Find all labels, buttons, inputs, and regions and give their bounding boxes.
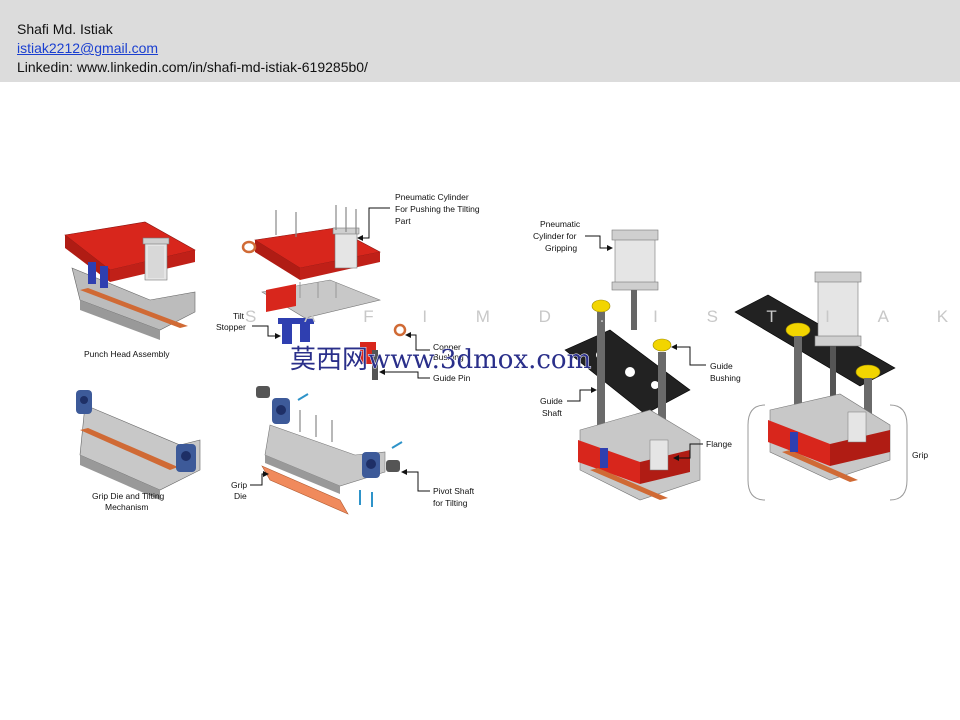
punch-head-assembly-drawing [64,221,196,340]
email-link[interactable]: istiak2212@gmail.com [17,40,159,56]
label-guide-bushing-2: Bushing [710,373,741,383]
label-guide-pin: Guide Pin [433,373,471,383]
label-guide-bushing-1: Guide [710,361,733,371]
label-tilt-stopper-1: Tilt [233,311,245,321]
label-grip-die-1: Grip [231,480,247,490]
label-guide-shaft-2: Shaft [542,408,562,418]
label-pneumatic-push-1: Pneumatic Cylinder [395,192,469,202]
author-watermark: S A F I M D . I S T I A K [245,307,960,326]
label-copper-bushing-1: Copper [433,342,461,352]
site-watermark: 莫西网www.3dmox.com [290,345,591,375]
header-bar: Shafi Md. Istiak istiak2212@gmail.com Li… [0,0,960,82]
label-tilt-stopper-2: Stopper [216,322,246,332]
label-pneumatic-grip-1: Pneumatic [540,219,581,229]
label-punch-head: Punch Head Assembly [84,349,170,359]
author-name: Shafi Md. Istiak [17,21,113,37]
exploded-grip-die-drawing [256,386,403,515]
label-pivot-shaft-2: for Tilting [433,498,468,508]
exploded-punch-head-drawing [241,205,407,380]
exploded-grip-assembly-drawing [564,229,701,501]
label-grip-die-tilting-1: Grip Die and Tilting [92,491,165,501]
linkedin-text: Linkedin: www.linkedin.com/in/shafi-md-i… [17,59,368,75]
grip-die-tilting-drawing [76,390,201,500]
label-copper-bushing-2: Bushing [433,352,464,362]
label-grip-die-tilting-2: Mechanism [105,502,148,512]
label-pneumatic-push-2: For Pushing the Tilting [395,204,480,214]
label-grip-die-2: Die [234,491,247,501]
grip-assembly-drawing [734,271,908,501]
label-pneumatic-grip-3: Gripping [545,243,577,253]
label-pivot-shaft-1: Pivot Shaft [433,486,475,496]
label-pneumatic-grip-2: Cylinder for [533,231,577,241]
label-grip: Grip [912,450,928,460]
label-pneumatic-push-3: Part [395,216,411,226]
label-guide-shaft-1: Guide [540,396,563,406]
label-flange: Flange [706,439,732,449]
